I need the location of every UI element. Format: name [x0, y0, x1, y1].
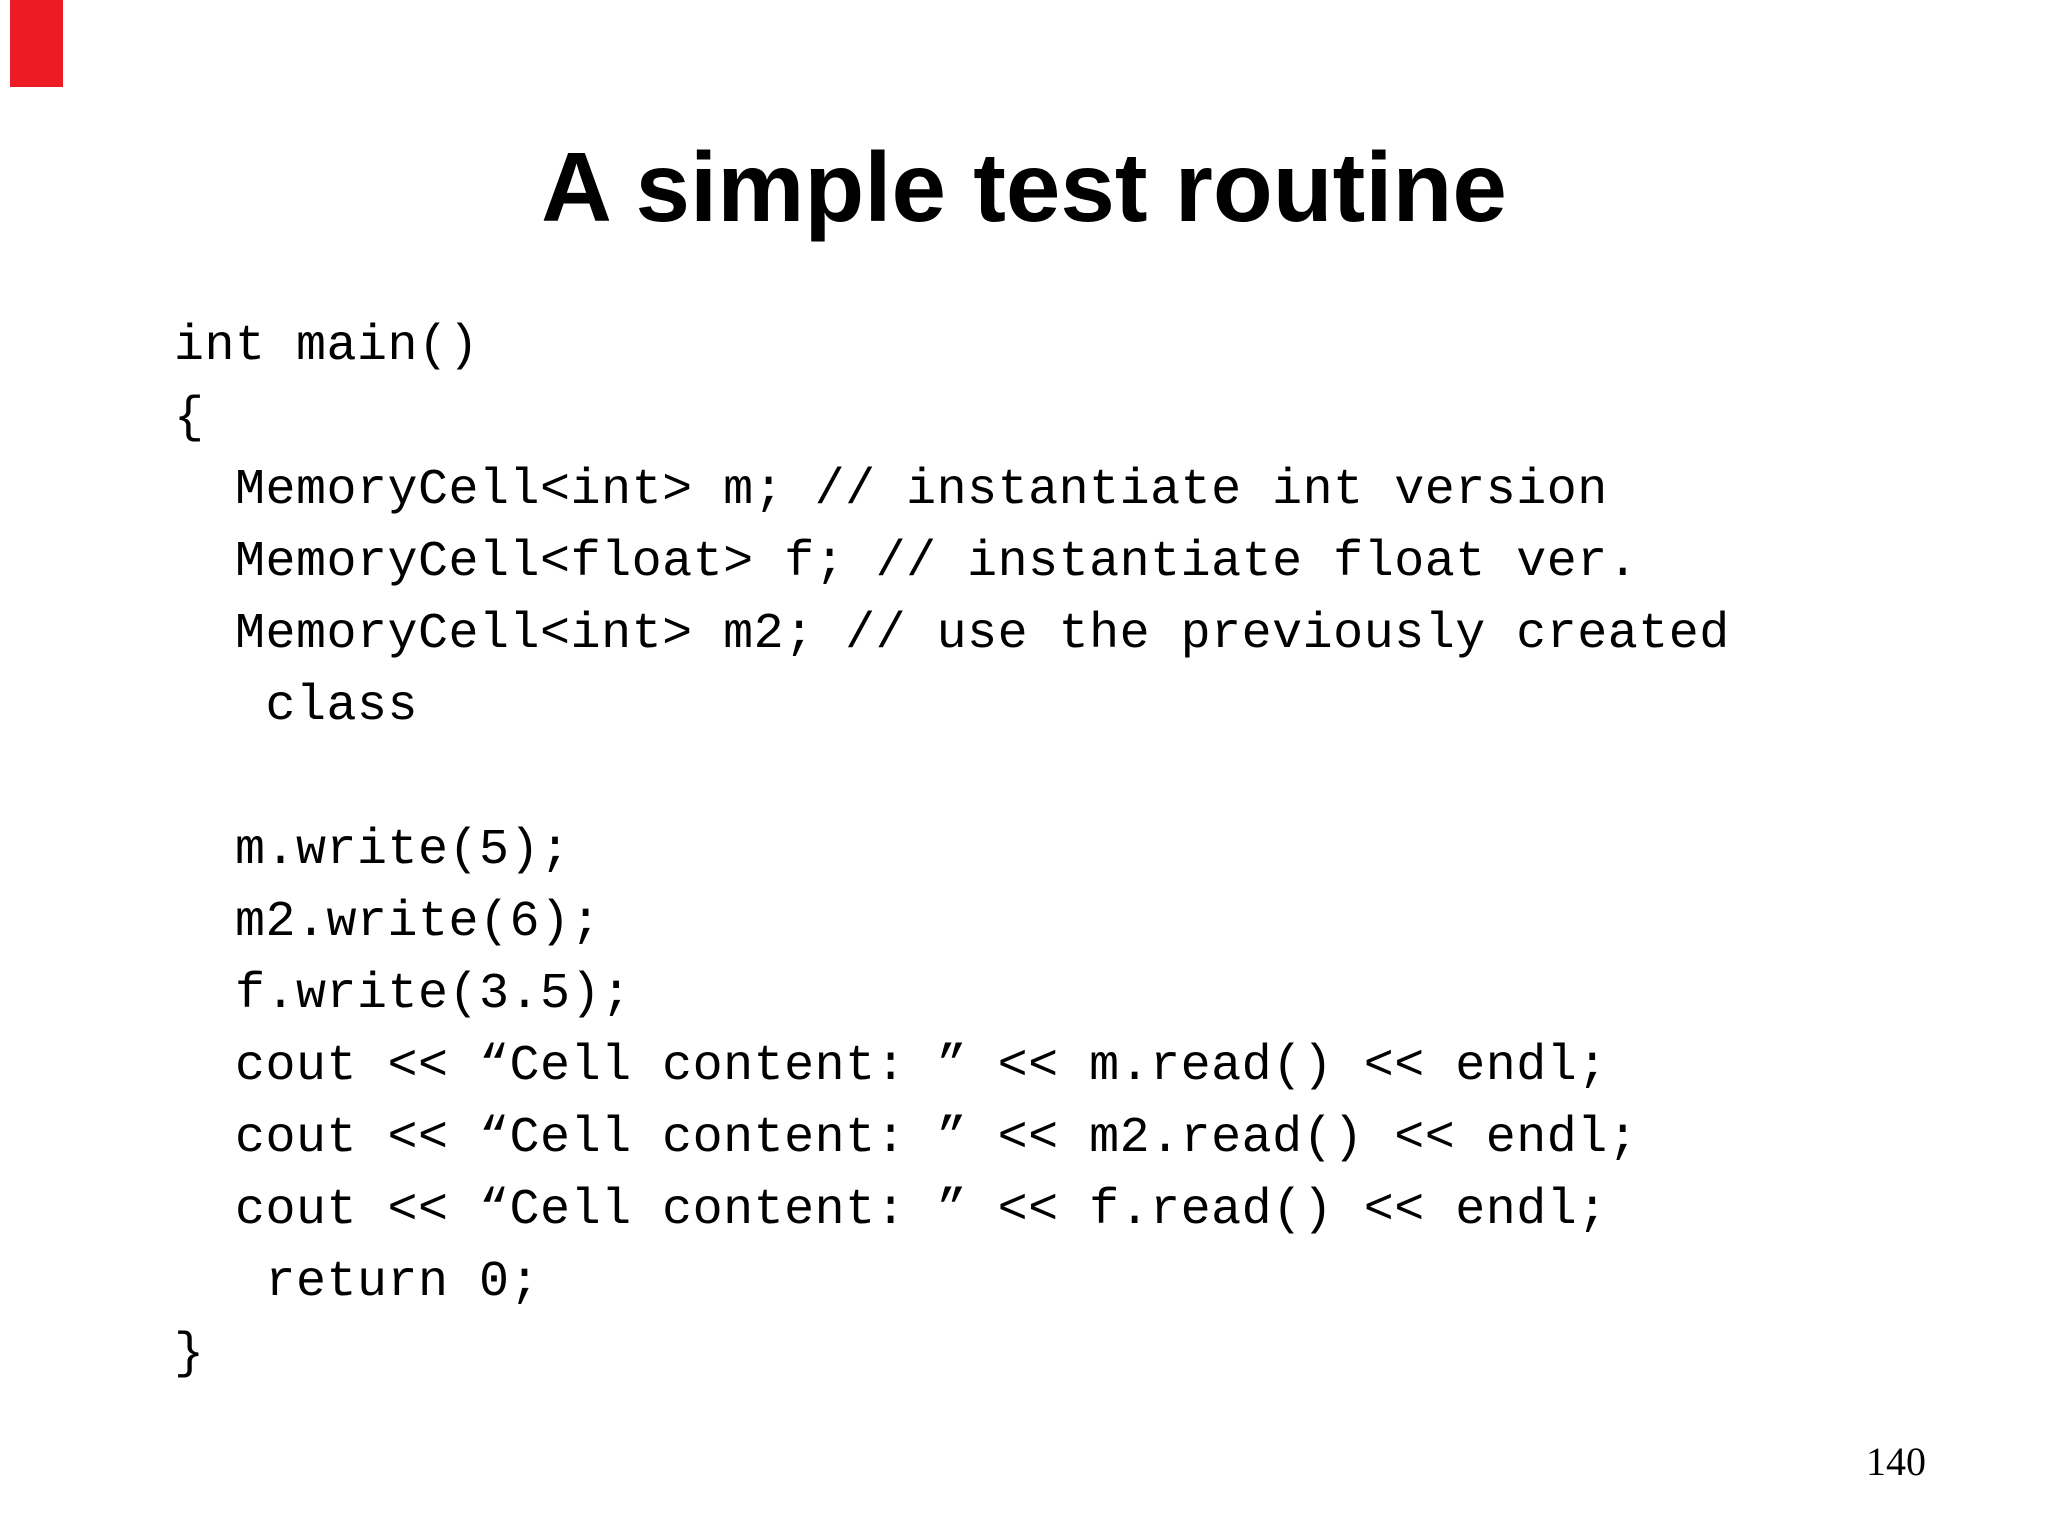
page-title: A simple test routine [541, 132, 1507, 242]
code-block: int main() { MemoryCell<int> m; // insta… [174, 318, 1730, 1383]
page-number: 140 [1866, 1439, 1926, 1484]
red-corner-mark [10, 0, 63, 87]
